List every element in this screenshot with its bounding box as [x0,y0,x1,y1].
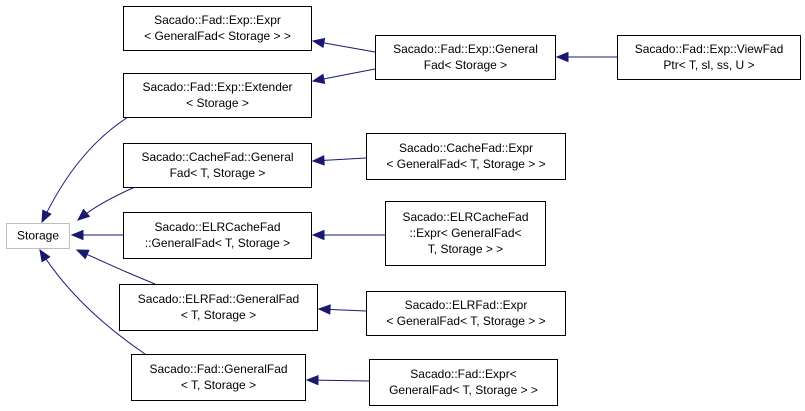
node-label-line: Fad< T, Storage > [170,166,266,180]
node-exp-general[interactable]: Sacado::Fad::Exp::GeneralFad< Storage > [375,35,556,80]
node-label-line: Sacado::ELRFad::Expr [405,298,528,312]
edges-layer [39,37,617,386]
edge-exp_general-to-exp_extender [311,68,376,84]
node-box [369,359,558,406]
edge-fad_expr-to-fad_general [305,374,370,386]
node-elr-general[interactable]: Sacado::ELRFad::GeneralFad< T, Storage > [119,284,318,331]
edge-elrcache_expr-to-elrcache_general [311,229,385,241]
node-label-line: Fad< Storage > [424,58,507,72]
edge-elrcache_general-to-storage [70,229,123,241]
arrowhead [305,374,319,386]
edge-cache_expr-to-cache_general [311,155,367,166]
node-label-line: < GeneralFad< T, Storage > > [386,157,545,171]
node-cache-general[interactable]: Sacado::CacheFad::GeneralFad< T, Storage… [123,143,312,188]
node-box [119,284,318,331]
node-label-line: < T, Storage > [181,378,256,392]
node-label-line: Sacado::CacheFad::Expr [399,141,533,155]
node-label-line: Storage [17,229,59,243]
arrowhead [76,208,91,221]
arrowhead [70,229,84,241]
node-box [123,212,312,259]
arrowhead [75,249,90,260]
node-box [617,35,801,80]
node-label-line: < GeneralFad< Storage > > [144,29,291,43]
edge-exp_extender-to-storage [41,116,129,224]
arrowhead [41,209,52,224]
node-label-line: Sacado::Fad::Exp::General [393,42,538,56]
node-box [366,291,566,336]
node-box [123,143,312,188]
node-label-line: Sacado::ELRCacheFad [154,220,280,234]
arrowhead [311,155,325,166]
edge-line [39,249,146,355]
node-box [123,6,312,51]
arrowhead [555,51,569,63]
node-cache-expr[interactable]: Sacado::CacheFad::Expr< GeneralFad< T, S… [366,133,566,180]
node-elr-expr[interactable]: Sacado::ELRFad::Expr< GeneralFad< T, Sto… [366,291,566,336]
arrowhead [39,248,51,263]
node-label-line: Sacado::ELRFad::GeneralFad [138,292,299,306]
edge-cache_general-to-storage [76,186,136,221]
node-label-line: Sacado::CacheFad::General [141,150,293,164]
nodes-layer: Storage Sacado::Fad::Exp::Expr< GeneralFa… [6,6,801,406]
node-box [385,201,546,266]
arrowhead [317,304,331,315]
node-label-line: GeneralFad< T, Storage > > [389,383,538,397]
arrowhead [311,229,325,241]
node-label-line: T, Storage > > [428,242,503,256]
node-label-line: Sacado::Fad::GeneralFad [149,362,287,376]
node-box [123,73,312,118]
node-label-line: Sacado::Fad::Exp::Extender [142,80,292,94]
node-box [131,354,306,401]
node-exp-extender[interactable]: Sacado::Fad::Exp::Extender< Storage > [123,73,312,118]
node-label-line: Ptr< T, sl, ss, U > [663,58,754,72]
edge-fad_general-to-storage [39,248,146,355]
edge-elr_expr-to-elr_general [317,304,367,315]
node-elrcache-general[interactable]: Sacado::ELRCacheFad::GeneralFad< T, Stor… [123,212,312,259]
node-label-line: ::GeneralFad< T, Storage > [145,236,290,250]
edge-line [41,116,129,223]
node-label-line: < GeneralFad< T, Storage > > [386,314,545,328]
node-label-line: Sacado::Fad::Exp::ViewFad [635,42,784,56]
node-box [366,133,566,180]
node-fad-expr[interactable]: Sacado::Fad::Expr<GeneralFad< T, Storage… [369,359,558,406]
node-box [375,35,556,80]
node-label-line: < T, Storage > [181,308,256,322]
node-label-line: < Storage > [186,96,249,110]
node-label-line: ::Expr< GeneralFad< [409,226,521,240]
node-storage[interactable]: Storage [6,223,70,249]
node-label-line: Sacado::ELRCacheFad [402,210,528,224]
edge-exp_general-to-exp_expr [311,37,376,53]
arrowhead [311,73,326,84]
node-box [6,223,70,249]
node-exp-expr[interactable]: Sacado::Fad::Exp::Expr< GeneralFad< Stor… [123,6,312,51]
node-label-line: Sacado::Fad::Exp::Expr [154,13,281,27]
edge-elr_general-to-storage [75,249,156,285]
node-label-line: Sacado::Fad::Expr< [410,367,516,381]
node-fad-general[interactable]: Sacado::Fad::GeneralFad< T, Storage > [131,354,306,401]
edge-exp_viewfad-to-exp_general [555,51,617,63]
node-elrcache-expr[interactable]: Sacado::ELRCacheFad::Expr< GeneralFad<T,… [385,201,546,266]
arrowhead [311,37,326,49]
